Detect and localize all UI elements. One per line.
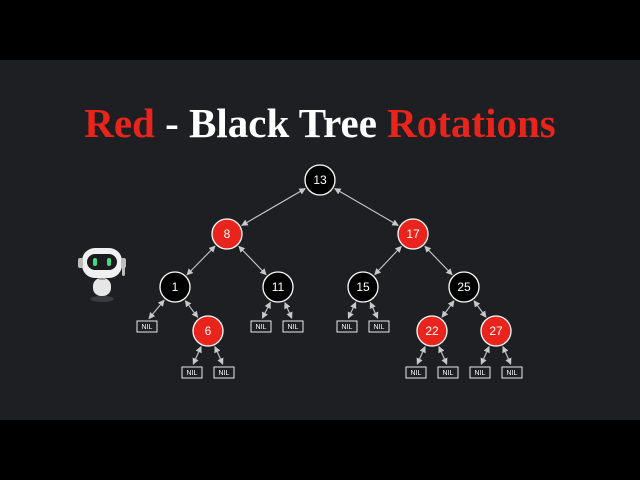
nil-leaf-n22-right: NIL	[437, 366, 459, 379]
node-label: 22	[425, 324, 439, 338]
title-rotations-word: Rotations	[376, 100, 556, 146]
nil-box	[437, 366, 459, 379]
nil-leaf-n22-left: NIL	[405, 366, 427, 379]
edge-n15-right-nil	[369, 301, 379, 319]
edge-n11-left-nil	[261, 301, 271, 319]
node-label: 25	[457, 280, 471, 294]
nil-leaf-n27-left: NIL	[469, 366, 491, 379]
nil-leaf-n27-right: NIL	[501, 366, 523, 379]
edge-n8-n1	[186, 245, 216, 276]
title-black-tree: Black Tree	[189, 100, 377, 146]
nil-box	[282, 320, 304, 333]
nil-leaf-n6-left: NIL	[181, 366, 203, 379]
tree-node-13: 13	[304, 164, 336, 196]
edge-n8-n11	[238, 245, 267, 276]
edge-n27-right-nil	[502, 345, 512, 365]
nil-label: NIL	[507, 370, 518, 377]
node-circle-black	[347, 271, 379, 303]
nil-leaf-n11-left: NIL	[250, 320, 272, 333]
edge-n6-right-nil	[214, 345, 224, 365]
edge-n15-left-nil	[347, 301, 357, 319]
node-label: 8	[224, 227, 231, 241]
tree-node-22: 22	[416, 315, 448, 347]
node-label: 17	[406, 227, 420, 241]
node-circle-black	[448, 271, 480, 303]
edge-n22-left-nil	[416, 345, 426, 365]
nil-box	[368, 320, 390, 333]
tree-edges	[148, 188, 512, 365]
node-circle-red	[192, 315, 224, 347]
nil-leaf-n15-right: NIL	[368, 320, 390, 333]
node-label: 15	[356, 280, 370, 294]
nil-label: NIL	[374, 324, 385, 331]
tree-node-15: 15	[347, 271, 379, 303]
node-circle-red	[397, 218, 429, 250]
tree-node-25: 25	[448, 271, 480, 303]
node-label: 1	[172, 280, 179, 294]
node-circle-red	[416, 315, 448, 347]
edge-n1-left-nil	[148, 299, 165, 320]
edge-n11-right-nil	[284, 301, 293, 319]
nil-label: NIL	[411, 370, 422, 377]
nil-label: NIL	[219, 370, 230, 377]
page-title: Red - Black Tree Rotations	[0, 97, 640, 149]
node-circle-red	[211, 218, 243, 250]
edge-n17-n15	[374, 245, 402, 276]
edge-n1-n6	[184, 300, 199, 318]
node-circle-black	[262, 271, 294, 303]
nil-box	[213, 366, 235, 379]
title-separator: -	[154, 100, 190, 146]
node-label: 11	[272, 280, 285, 294]
tree-node-8: 8	[211, 218, 243, 250]
nil-box	[469, 366, 491, 379]
edge-n13-n17	[334, 188, 399, 226]
edge-n17-n25	[424, 245, 453, 276]
node-label: 13	[313, 173, 327, 187]
nil-label: NIL	[288, 324, 299, 331]
tree-node-6: 6	[192, 315, 224, 347]
nil-box	[181, 366, 203, 379]
edge-n6-left-nil	[192, 345, 202, 365]
edge-n22-right-nil	[438, 345, 448, 365]
edge-n27-left-nil	[480, 345, 490, 365]
tree-node-27: 27	[480, 315, 512, 347]
nil-box	[405, 366, 427, 379]
tree-node-17: 17	[397, 218, 429, 250]
tree-node-11: 11	[262, 271, 294, 303]
nil-label: NIL	[256, 324, 267, 331]
edge-n13-n8	[241, 188, 306, 226]
nil-leaf-n6-right: NIL	[213, 366, 235, 379]
nil-box	[501, 366, 523, 379]
nil-box	[136, 320, 158, 333]
edge-n25-n27	[473, 300, 487, 318]
nil-label: NIL	[142, 324, 153, 331]
edge-n25-n22	[441, 300, 455, 318]
nil-label: NIL	[342, 324, 353, 331]
nil-leaves: NIL NIL NIL NIL NIL NIL NIL NIL NIL NIL NIL	[136, 320, 523, 379]
node-circle-red	[480, 315, 512, 347]
nil-leaf-n15-left: NIL	[336, 320, 358, 333]
title-red-word: Red	[84, 100, 155, 146]
nil-box	[336, 320, 358, 333]
robot-mascot-icon	[78, 248, 126, 302]
content-panel	[0, 60, 640, 420]
node-circle-black	[159, 271, 191, 303]
node-label: 6	[205, 324, 212, 338]
nil-label: NIL	[443, 370, 454, 377]
node-label: 27	[489, 324, 503, 338]
node-circle-black	[304, 164, 336, 196]
tree-node-1: 1	[159, 271, 191, 303]
nil-leaf-n1-left: NIL	[136, 320, 158, 333]
nil-leaf-n11-right: NIL	[282, 320, 304, 333]
nil-label: NIL	[475, 370, 486, 377]
nil-label: NIL	[187, 370, 198, 377]
nil-box	[250, 320, 272, 333]
